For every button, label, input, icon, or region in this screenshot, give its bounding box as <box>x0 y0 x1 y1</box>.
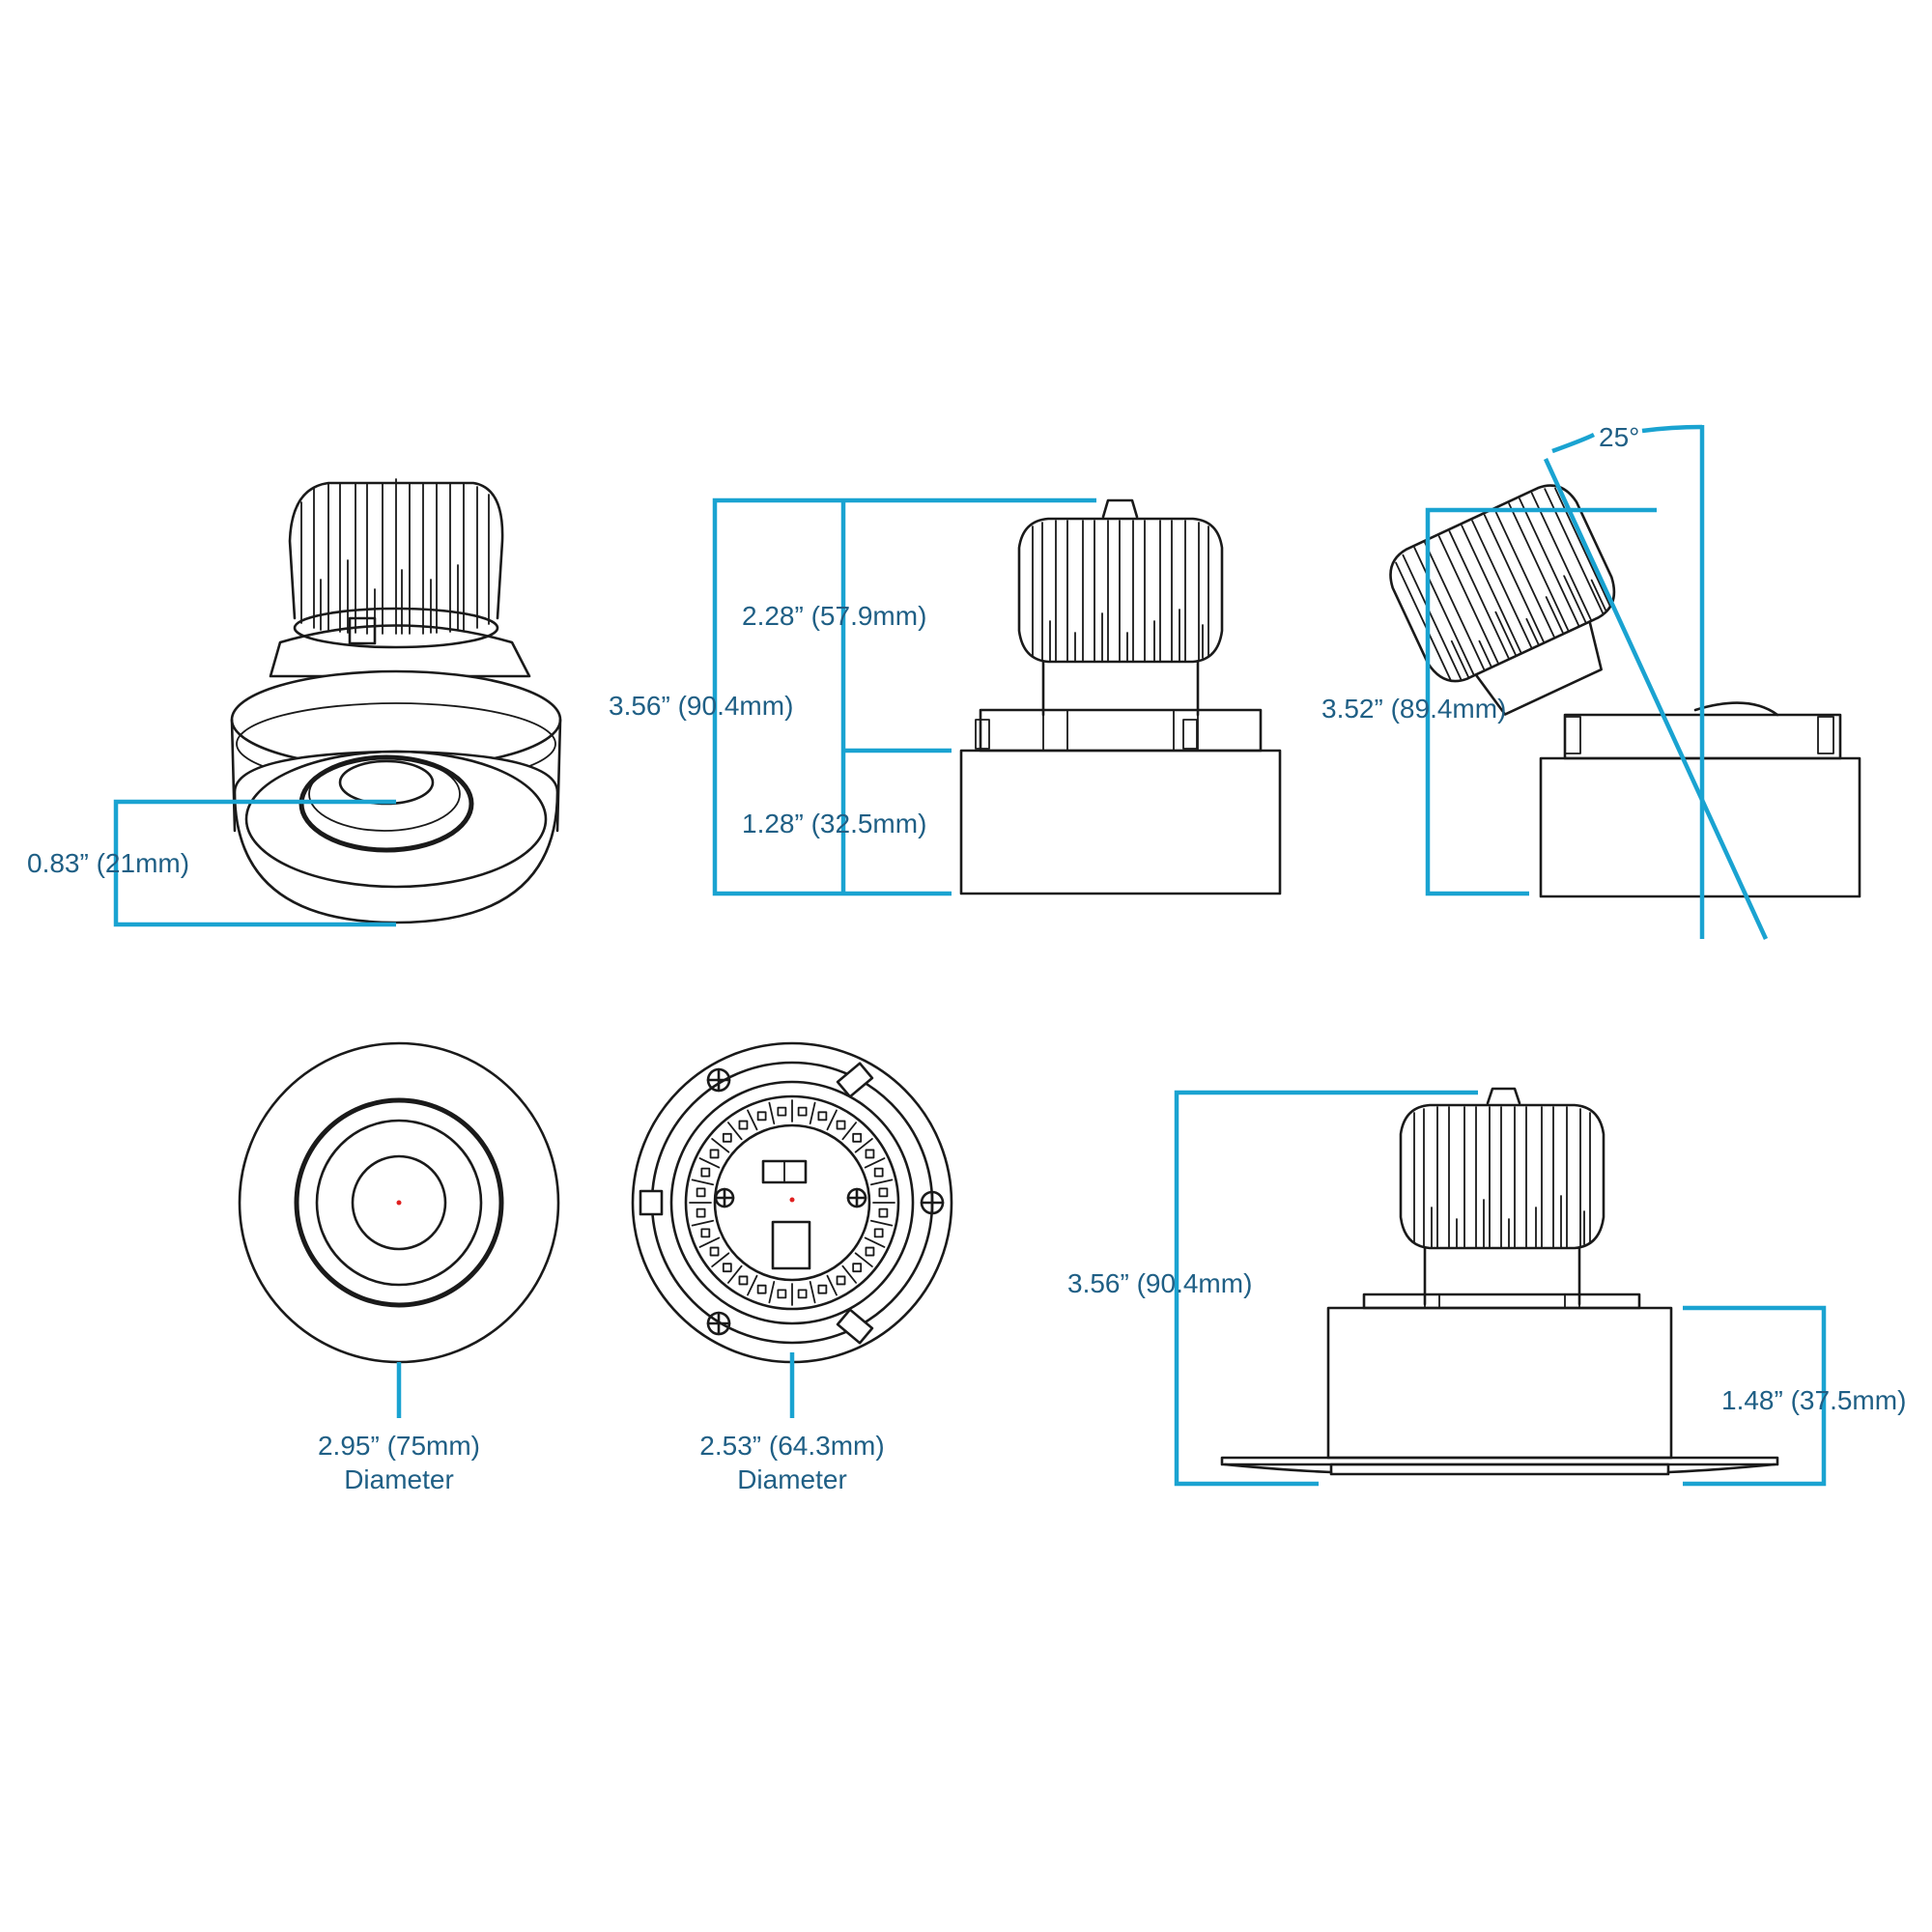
ring-slot <box>738 1275 749 1286</box>
trim-diameter-label: 2.95” (75mm) <box>318 1431 480 1461</box>
ring-tooth <box>864 1236 886 1248</box>
ring-tooth <box>809 1280 816 1304</box>
ring-tooth <box>869 1219 894 1227</box>
ring-slot <box>722 1263 732 1273</box>
ring-slot <box>700 1228 711 1238</box>
ring-tooth <box>747 1274 758 1296</box>
front-view <box>238 1041 560 1418</box>
housing-height-label: 1.48” (37.5mm) <box>1721 1385 1906 1415</box>
ring-slot <box>722 1132 732 1143</box>
ring-slot <box>873 1167 884 1178</box>
flanged-side-view <box>1174 1087 1827 1487</box>
back-view <box>631 1041 953 1418</box>
ring-tooth <box>768 1280 776 1304</box>
ring-slot <box>817 1284 828 1294</box>
side-view <box>712 497 1282 896</box>
trim-depth-dimension-line <box>113 799 396 927</box>
perspective-view <box>113 478 562 927</box>
cutout-diameter-label: 2.53” (64.3mm) <box>699 1431 884 1461</box>
ring-slot <box>738 1120 749 1130</box>
ring-tooth <box>864 1157 886 1169</box>
ring-slot <box>709 1246 720 1257</box>
ring-tooth <box>747 1109 758 1131</box>
ring-tooth <box>826 1274 838 1296</box>
ring-tooth <box>711 1138 730 1153</box>
angle-arc-right <box>1641 424 1703 434</box>
ring-slot <box>777 1289 787 1299</box>
ring-slot <box>878 1208 889 1218</box>
ring-slot <box>865 1246 875 1257</box>
ring-tooth <box>854 1252 873 1267</box>
ring-slot <box>817 1111 828 1122</box>
labels: 0.83” (21mm) 3.56” (90.4mm) 2.28” (57.9m… <box>27 422 1906 1494</box>
ring-slot <box>696 1187 706 1198</box>
ring-tooth <box>826 1109 838 1131</box>
upper-height-label: 2.28” (57.9mm) <box>742 601 926 631</box>
ring-slot <box>852 1263 863 1273</box>
lower-height-label: 1.28” (32.5mm) <box>742 809 926 838</box>
tilted-axis-line <box>1543 458 1769 940</box>
ring-tooth <box>809 1101 816 1125</box>
ring-tooth <box>869 1179 894 1186</box>
ring-slot <box>797 1106 808 1117</box>
flanged-total-height-label: 3.56” (90.4mm) <box>1067 1268 1252 1298</box>
center-mark <box>396 1200 402 1206</box>
ring-slot <box>865 1149 875 1159</box>
tilted-height-dimension-line <box>1425 507 1657 896</box>
ring-slot <box>836 1120 846 1130</box>
ring-tooth <box>768 1101 776 1125</box>
ring-slot <box>700 1167 711 1178</box>
ring-slot <box>777 1106 787 1117</box>
ring-tooth <box>691 1179 715 1186</box>
tilted-height-label: 3.52” (89.4mm) <box>1321 694 1506 724</box>
ring-tooth <box>691 1219 715 1227</box>
ring-slot <box>797 1289 808 1299</box>
ring-slot <box>878 1187 889 1198</box>
flanged-total-height-dimension-line <box>1174 1090 1478 1487</box>
ring-slot <box>852 1132 863 1143</box>
ring-slot <box>696 1208 706 1218</box>
ring-slot <box>709 1149 720 1159</box>
angle-arc-left <box>1551 432 1596 454</box>
ring-tooth <box>841 1122 857 1141</box>
housing-height-dimension-line <box>1683 1305 1827 1487</box>
center-mark-back <box>789 1197 795 1203</box>
ring-tooth <box>727 1264 743 1284</box>
total-height-dimension-line <box>712 497 1096 896</box>
tilt-angle-label: 25° <box>1599 422 1639 452</box>
total-height-label: 3.56” (90.4mm) <box>609 691 793 721</box>
ring-tooth <box>727 1122 743 1141</box>
ring-slot <box>756 1111 767 1122</box>
trim-diameter-caption: Diameter <box>344 1464 454 1494</box>
ring-tooth <box>698 1157 721 1169</box>
ring-tooth <box>711 1252 730 1267</box>
ring-slot <box>836 1275 846 1286</box>
ring-tooth <box>841 1264 857 1284</box>
ring-tooth <box>698 1236 721 1248</box>
tilted-view <box>1378 424 1861 940</box>
ring-slot <box>756 1284 767 1294</box>
cutout-diameter-caption: Diameter <box>737 1464 847 1494</box>
trim-depth-label: 0.83” (21mm) <box>27 848 189 878</box>
ring-tooth <box>854 1138 873 1153</box>
ring-slot <box>873 1228 884 1238</box>
